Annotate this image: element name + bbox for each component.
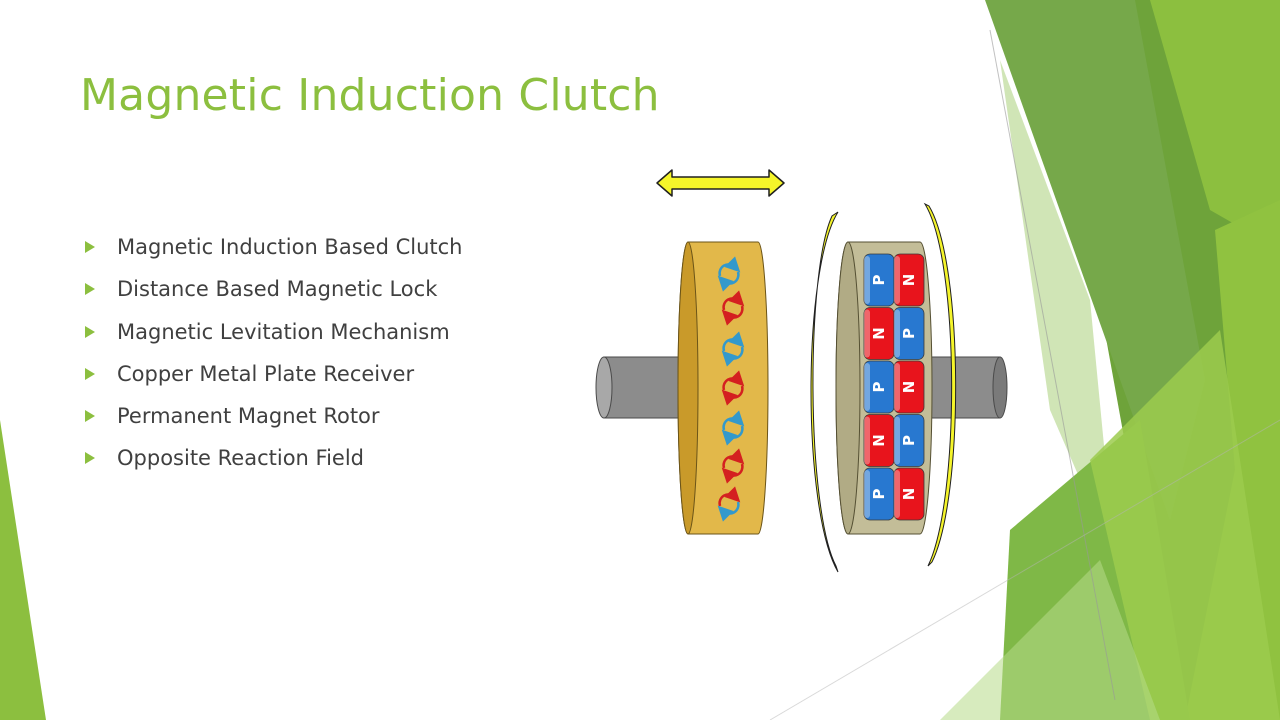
magnet-highlight [864,256,870,304]
magnet-highlight [894,416,900,465]
eddy-current-icon [721,331,745,367]
double-arrow-icon [656,169,785,197]
triangle-right-icon [85,452,95,465]
magnet-pole-label: N [900,274,918,287]
bg-facet [940,560,1160,720]
magnet-pole-label: P [870,489,888,500]
bullet-text: Magnetic Levitation Mechanism [117,319,450,344]
triangle-right-icon [85,325,95,338]
eddy-current-icon [721,410,745,446]
magnet-pole-label: P [900,435,918,446]
magnet-right-block [893,360,925,414]
rotation-arrow-left [810,211,839,573]
bullet-text: Permanent Magnet Rotor [117,404,380,429]
triangle-right-icon [85,410,95,423]
triangle-right-icon [85,283,95,296]
bullet-text: Magnetic Induction Based Clutch [117,235,463,259]
bg-facet [985,0,1205,520]
magnet-pole-label: N [870,434,888,447]
magnet-highlight [864,470,870,518]
magnet-highlight [894,363,900,411]
slide-title: Magnetic Induction Clutch [80,70,660,121]
eddy-current-icon [721,448,745,484]
eddy-current-icon [717,256,741,292]
right-shaft [919,356,1008,419]
magnet-pole-label: P [870,382,888,393]
bg-facet [1000,60,1115,560]
eddy-current-icon [721,290,745,326]
bullet-item: Permanent Magnet Rotor [84,395,462,437]
bullet-text: Distance Based Magnetic Lock [117,277,438,302]
magnet-right-block [893,467,925,521]
eddy-current-icon [721,370,745,406]
magnet-highlight [894,470,900,518]
left-shaft [595,356,690,419]
bg-facet [1090,330,1280,720]
bg-facet-left [0,420,46,720]
bullet-item: Opposite Reaction Field [84,437,462,479]
magnet-right-block [893,414,925,467]
magnet-pole-label: N [900,381,918,394]
magnet-highlight [894,256,900,304]
magnet-right-block [893,307,925,360]
bullet-text: Opposite Reaction Field [117,446,364,471]
bg-line [989,29,1116,701]
bullet-item: Copper Metal Plate Receiver [84,353,462,395]
bg-facet [1150,0,1280,250]
magnet-right-block [893,253,925,307]
bullet-text: Copper Metal Plate Receiver [117,361,415,386]
triangle-right-icon [85,367,95,380]
bg-line [769,419,1280,720]
magnet-highlight [864,309,870,358]
magnet-highlight [864,416,870,465]
bullet-list: Magnetic Induction Based Clutch Distance… [84,226,462,480]
bullet-item: Distance Based Magnetic Lock [84,268,462,310]
magnet-pole-label: N [870,327,888,340]
rotation-arrows [810,202,957,573]
magnet-pole-label: P [900,328,918,339]
magnet-highlight [864,363,870,411]
bullet-item: Magnetic Induction Based Clutch [84,226,462,268]
eddy-current-icon [717,486,741,522]
eddy-current-icons [717,256,745,522]
bullet-item: Magnetic Levitation Mechanism [84,311,462,353]
magnet-highlight [894,309,900,358]
magnet-pole-label: P [870,275,888,286]
magnet-pole-label: N [900,488,918,501]
triangle-right-icon [85,241,95,253]
rotation-arrow-right [923,202,957,567]
